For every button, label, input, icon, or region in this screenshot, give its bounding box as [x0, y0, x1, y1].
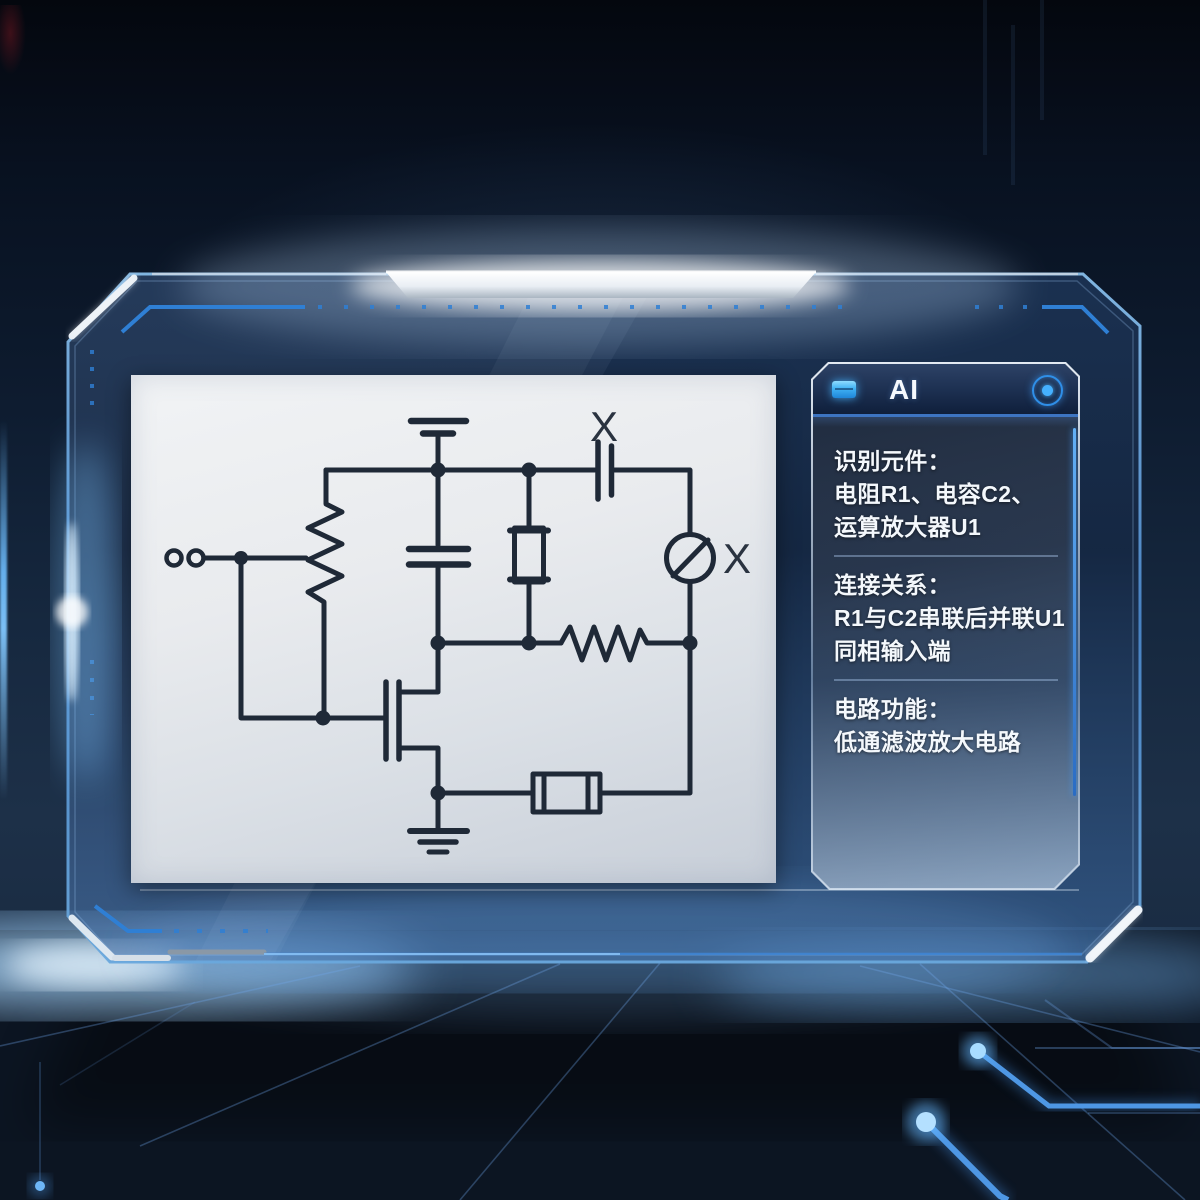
- ai-analysis-text: 识别元件： 电阻R1、电容C2、 运算放大器U1 连接关系： R1与C2串联后并…: [813, 427, 1078, 888]
- chip-icon: [832, 381, 856, 398]
- ai-panel-body: AI 识别元件： 电阻R1、电容C2、 运算放大器U1 连接关系： R1与C2串…: [813, 364, 1078, 888]
- fuse-box: [507, 467, 551, 646]
- section-line: R1与C2串联后并联U1: [834, 605, 1066, 631]
- top-notch-light: [180, 227, 1020, 347]
- ai-panel: AI 识别元件： 电阻R1、电容C2、 运算放大器U1 连接关系： R1与C2串…: [811, 362, 1080, 890]
- corner-tint: [0, 5, 26, 75]
- section-title-function: 电路功能：: [834, 696, 951, 722]
- top-streaks: [983, 0, 1044, 185]
- crystal-box: [530, 771, 603, 815]
- wire: [599, 579, 693, 796]
- section-line: 低通滤波放大电路: [834, 729, 1022, 755]
- section-title-components: 识别元件：: [834, 448, 951, 474]
- wire: [238, 555, 387, 721]
- section-title-connections: 连接关系：: [834, 572, 951, 598]
- ai-header: AI: [813, 364, 1078, 417]
- scroll-indicator[interactable]: [1073, 428, 1076, 796]
- meter-symbol: [664, 532, 716, 584]
- target-icon[interactable]: [1032, 375, 1063, 406]
- ai-title: AI: [889, 374, 919, 405]
- section-line: 电阻R1、电容C2、: [834, 481, 1035, 507]
- ground-symbol: [407, 790, 470, 855]
- junction-dots: [234, 462, 698, 801]
- corner-accents: [90, 305, 1110, 933]
- wire: [610, 467, 693, 536]
- inner-glow: [130, 880, 1070, 1020]
- capacitor-x-mark: X: [590, 403, 618, 450]
- capacitor-c2: [595, 439, 615, 502]
- capacitor-center: [405, 467, 472, 646]
- left-edge-flare: [56, 442, 116, 782]
- divider: [834, 555, 1058, 557]
- corner-highlights: [68, 274, 1143, 963]
- section-line: 同相输入端: [834, 638, 951, 664]
- input-terminals: [164, 548, 206, 568]
- divider: [834, 679, 1058, 681]
- section-line: 运算放大器U1: [834, 514, 982, 540]
- header-subband: [813, 417, 1078, 427]
- meter-x-mark: X: [723, 535, 751, 582]
- left-edge-glow: [0, 420, 7, 800]
- circuit-traces: [29, 1035, 1200, 1200]
- resistor-r2: [558, 624, 693, 663]
- resistor-r1: [305, 467, 345, 721]
- circuit-panel: X X: [131, 375, 776, 883]
- mosfet-q1: [383, 643, 441, 794]
